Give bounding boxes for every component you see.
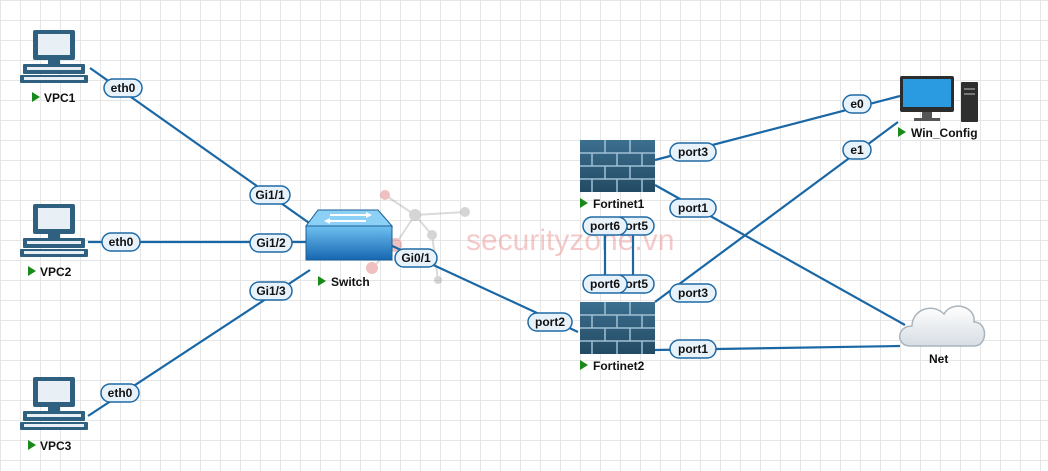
port-label[interactable]: eth0	[103, 78, 143, 98]
port-label[interactable]: port2	[527, 312, 573, 332]
port-label[interactable]: eth0	[101, 232, 141, 252]
port-label-text: port2	[535, 315, 565, 329]
desktop-pc-icon	[20, 377, 88, 430]
port-label-text: Gi0/1	[401, 251, 431, 265]
node-fortinet2[interactable]: Fortinet2	[580, 302, 655, 373]
port-label-text: eth0	[108, 386, 133, 400]
running-status-icon	[580, 360, 588, 370]
node-name: VPC3	[40, 439, 72, 453]
running-status-icon	[32, 92, 40, 102]
running-status-icon	[28, 266, 36, 276]
node-vpc2[interactable]: VPC2	[20, 204, 88, 279]
port-label[interactable]: eth0	[100, 383, 140, 403]
port-label-text: port3	[678, 286, 708, 300]
port-label-text: port6	[590, 219, 620, 233]
running-status-icon	[28, 440, 36, 450]
port-label-text: eth0	[111, 81, 136, 95]
port-label[interactable]: port6	[582, 274, 628, 294]
running-status-icon	[580, 198, 588, 208]
node-switch[interactable]: Switch	[305, 209, 394, 289]
desktop-pc-icon	[20, 204, 88, 257]
port-label[interactable]: port1	[669, 198, 717, 218]
port-label[interactable]: Gi1/1	[249, 185, 291, 205]
port-label-text: e1	[850, 143, 864, 157]
node-name: Fortinet1	[593, 197, 645, 211]
node-name: Win_Config	[911, 126, 978, 140]
node-vpc1[interactable]: VPC1	[20, 30, 88, 105]
desktop-pc-icon	[20, 30, 88, 83]
node-name: Switch	[331, 275, 370, 289]
node-name: Net	[929, 352, 948, 366]
port-label-text: Gi1/1	[255, 188, 285, 202]
port-label-text: port3	[678, 145, 708, 159]
node-name: VPC1	[44, 91, 76, 105]
port-label-text: Gi1/3	[256, 284, 286, 298]
port-label[interactable]: Gi1/3	[249, 281, 293, 301]
port-label-text: eth0	[109, 235, 134, 249]
port-label-text: port6	[590, 277, 620, 291]
port-label[interactable]: e0	[842, 94, 872, 114]
firewall-icon	[580, 302, 655, 354]
port-label[interactable]: e1	[842, 140, 872, 160]
port-label-text: e0	[850, 97, 864, 111]
port-labels: eth0 Gi1/1 eth0 Gi1/2 eth0 Gi1/3 Gi0/1	[100, 78, 872, 403]
node-net[interactable]: Net	[899, 305, 986, 366]
port-label[interactable]: port3	[669, 283, 717, 303]
node-name: Fortinet2	[593, 359, 645, 373]
node-vpc3[interactable]: VPC3	[20, 377, 88, 453]
port-label[interactable]: port6	[582, 216, 628, 236]
port-label[interactable]: port1	[669, 339, 717, 359]
port-label[interactable]: port3	[669, 142, 717, 162]
running-status-icon	[318, 276, 326, 286]
node-fortinet1[interactable]: Fortinet1	[580, 140, 655, 211]
workstation-icon	[900, 76, 978, 122]
firewall-icon	[580, 140, 655, 192]
node-name: VPC2	[40, 265, 72, 279]
port-label-text: Gi1/2	[256, 236, 286, 250]
port-label-text: port1	[678, 342, 708, 356]
running-status-icon	[898, 127, 906, 137]
port-label[interactable]: Gi1/2	[249, 233, 293, 253]
port-label-text: port1	[678, 201, 708, 215]
port-label[interactable]: Gi0/1	[394, 248, 438, 268]
switch-icon	[305, 209, 394, 261]
cloud-icon	[899, 305, 986, 347]
node-win-config[interactable]: Win_Config	[898, 76, 978, 140]
